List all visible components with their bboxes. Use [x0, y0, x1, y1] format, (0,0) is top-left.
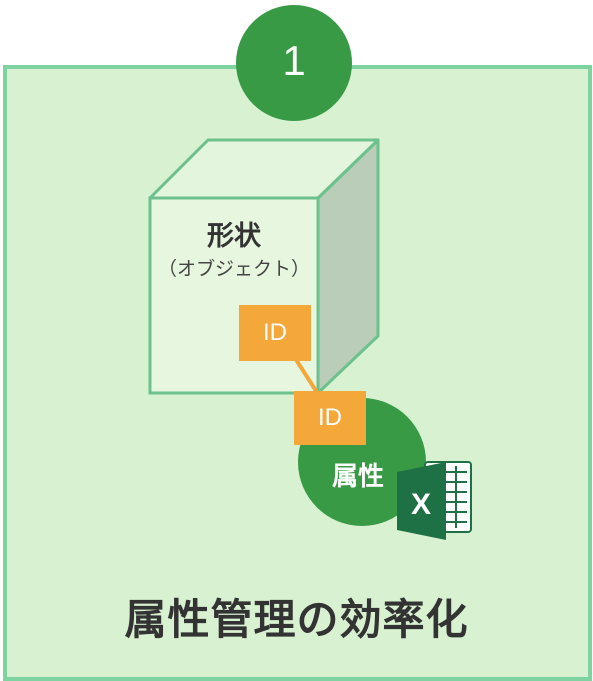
id-tag-object: ID: [239, 305, 311, 361]
shape-title: 形状: [207, 221, 261, 252]
caption-title: 属性管理の効率化: [124, 595, 469, 644]
svg-text:X: X: [411, 488, 431, 521]
excel-icon: X: [397, 461, 472, 540]
shape-subtitle: （オブジェクト）: [157, 258, 310, 280]
id-connector-line: [293, 356, 320, 396]
id-tag-attribute: ID: [294, 391, 366, 445]
step-number: 1: [282, 37, 306, 84]
step-badge: 1: [236, 5, 352, 121]
attribute-label: 属性: [331, 462, 384, 492]
cube-front-face: [148, 196, 320, 395]
